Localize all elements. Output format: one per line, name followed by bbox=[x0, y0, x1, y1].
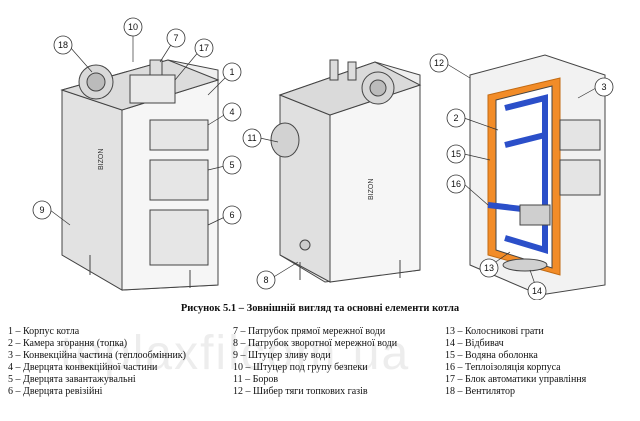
callout-10: 10 bbox=[123, 17, 143, 37]
boiler-section-view bbox=[469, 54, 606, 296]
svg-text:7: 7 bbox=[173, 33, 178, 43]
callout-11: 11 bbox=[242, 128, 262, 148]
legend-item: 8 – Патрубок зворотної мережної води bbox=[233, 338, 398, 349]
legend-column-3: 13 – Колосникові грати 14 – Відбивач 15 … bbox=[445, 326, 586, 398]
legend-item: 4 – Дверцята конвекційної частини bbox=[8, 362, 158, 373]
callout-18: 18 bbox=[53, 35, 73, 55]
svg-text:11: 11 bbox=[247, 133, 256, 143]
svg-text:15: 15 bbox=[451, 149, 461, 159]
caption-label: Рисунок 5.1 bbox=[180, 303, 237, 314]
callout-7: 7 bbox=[166, 28, 186, 48]
svg-text:2: 2 bbox=[453, 113, 458, 123]
svg-text:12: 12 bbox=[434, 58, 444, 68]
svg-text:4: 4 bbox=[229, 107, 234, 117]
legend-item: 1 – Корпус котла bbox=[8, 326, 80, 337]
leader-lines bbox=[49, 28, 597, 291]
svg-text:17: 17 bbox=[199, 43, 209, 53]
boiler-rear-view bbox=[270, 59, 422, 283]
callout-8: 8 bbox=[256, 270, 276, 290]
callout-14: 14 bbox=[527, 281, 547, 300]
legend-item: 14 – Відбивач bbox=[445, 338, 504, 349]
legend-item: 12 – Шибер тяги топкових газів bbox=[233, 386, 368, 397]
callout-16: 16 bbox=[446, 174, 466, 194]
legend-item: 15 – Водяна оболонка bbox=[445, 350, 538, 361]
svg-text:1: 1 bbox=[229, 67, 234, 77]
svg-text:13: 13 bbox=[484, 263, 494, 273]
legend-item: 3 – Конвекційна частина (теплообмінник) bbox=[8, 350, 186, 361]
legend-item: 6 – Дверцята ревізійні bbox=[8, 386, 103, 397]
svg-text:14: 14 bbox=[532, 286, 542, 296]
legend-item: 5 – Дверцята завантажувальні bbox=[8, 374, 136, 385]
callout-2: 2 bbox=[446, 108, 466, 128]
legend-item: 10 – Штуцер под групу безпеки bbox=[233, 362, 368, 373]
boiler-front-view bbox=[60, 59, 220, 291]
figure-caption: Рисунок 5.1 – Зовнішній вигляд та основн… bbox=[0, 303, 640, 314]
svg-text:5: 5 bbox=[229, 160, 234, 170]
callout-13: 13 bbox=[479, 258, 499, 278]
callout-15: 15 bbox=[446, 144, 466, 164]
legend-column-2: 7 – Патрубок прямої мережної води 8 – Па… bbox=[233, 326, 397, 398]
legend-item: 2 – Камера згорання (топка) bbox=[8, 338, 128, 349]
callout-12: 12 bbox=[429, 53, 449, 73]
legend-item: 16 – Теплоізоляція корпуса bbox=[445, 362, 561, 373]
brand-label: BIZON bbox=[98, 149, 105, 170]
callout-17: 17 bbox=[194, 38, 214, 58]
callout-1: 1 bbox=[222, 62, 242, 82]
callout-4: 4 bbox=[222, 102, 242, 122]
brand-label-rear: BIZON bbox=[368, 179, 375, 200]
svg-text:16: 16 bbox=[451, 179, 461, 189]
callout-6: 6 bbox=[222, 205, 242, 225]
svg-text:8: 8 bbox=[263, 275, 268, 285]
callout-9: 9 bbox=[32, 200, 52, 220]
legend-item: 11 – Боров bbox=[233, 374, 279, 385]
svg-text:6: 6 bbox=[229, 210, 234, 220]
svg-text:18: 18 bbox=[58, 40, 68, 50]
svg-text:9: 9 bbox=[39, 205, 44, 215]
legend-item: 7 – Патрубок прямої мережної води bbox=[233, 326, 386, 337]
svg-text:10: 10 bbox=[128, 22, 138, 32]
legend-column-1: 1 – Корпус котла 2 – Камера згорання (то… bbox=[8, 326, 186, 398]
legend-item: 18 – Вентилятор bbox=[445, 386, 516, 397]
caption-text: – Зовнішній вигляд та основні елементи к… bbox=[236, 303, 460, 314]
callout-3: 3 bbox=[594, 77, 614, 97]
svg-text:3: 3 bbox=[601, 82, 606, 92]
legend-item: 13 – Колосникові грати bbox=[445, 326, 544, 337]
legend-item: 9 – Штуцер зливу води bbox=[233, 350, 331, 361]
boiler-figure: BIZON BIZON bbox=[32, 17, 614, 300]
legend-item: 17 – Блок автоматики управління bbox=[445, 374, 587, 385]
callout-5: 5 bbox=[222, 155, 242, 175]
